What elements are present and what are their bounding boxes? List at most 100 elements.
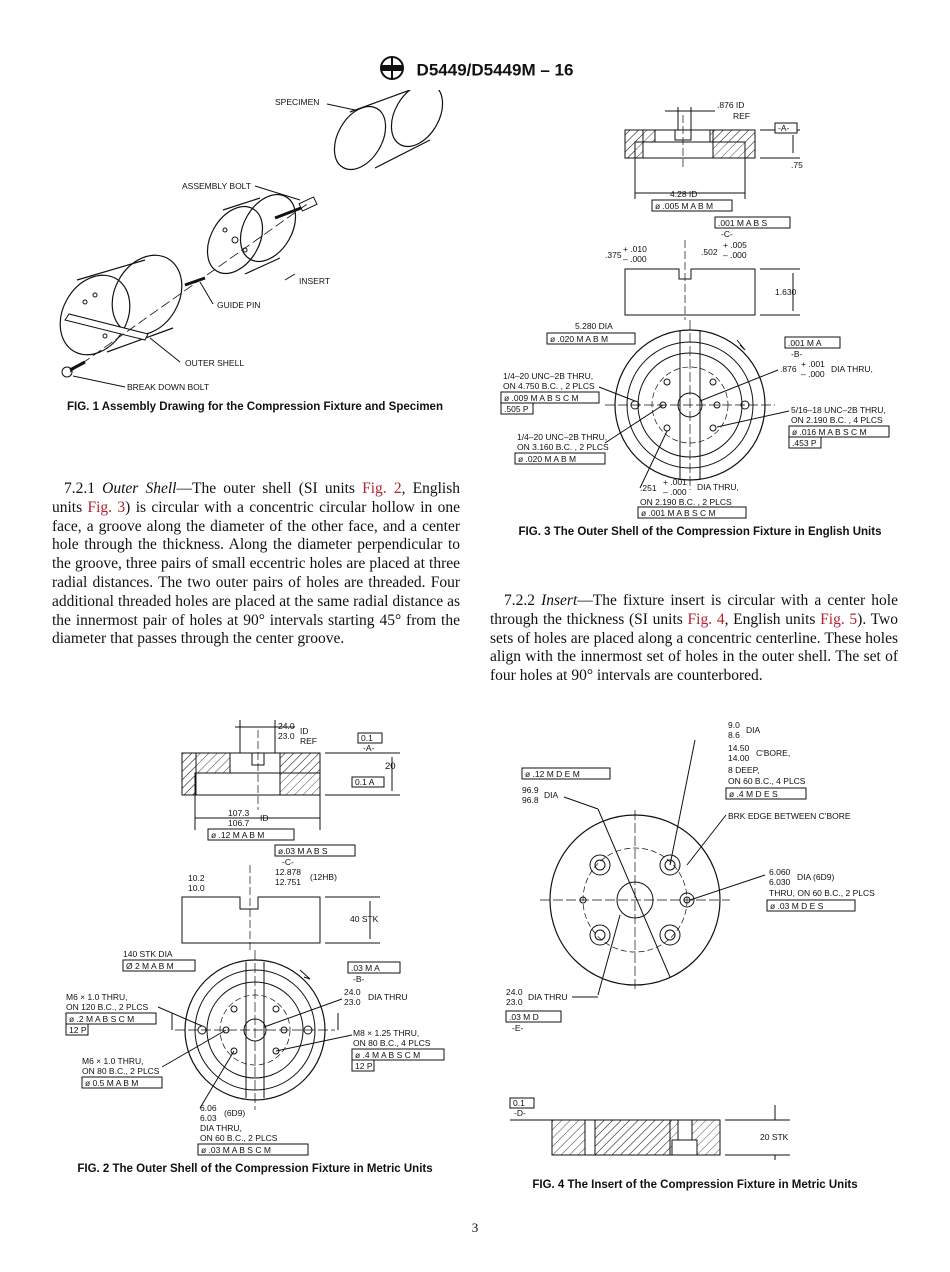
svg-text:– .000: – .000 <box>723 250 747 260</box>
link-fig-4[interactable]: Fig. 4 <box>687 610 725 628</box>
svg-text:ON 60 B.C., 2 PLCS: ON 60 B.C., 2 PLCS <box>200 1133 278 1143</box>
side-view: .375 + .010 – .000 .502 + .005 – .000 1.… <box>605 240 800 320</box>
svg-text:REF: REF <box>733 111 750 121</box>
svg-text:+ .001: + .001 <box>801 359 825 369</box>
break-down-bolt-drawing <box>61 360 86 378</box>
section-view-top: 24.0 23.0 ID REF 0.1 -A- 20 0.1 A 107.3 … <box>181 720 400 887</box>
svg-text:.505 P: .505 P <box>504 404 529 414</box>
svg-text:96.8: 96.8 <box>522 795 539 805</box>
page-header: D5449/D5449M – 16 <box>0 55 950 86</box>
svg-text:+ .005: + .005 <box>723 240 747 250</box>
section-view: 0.1 -D- 20 STK <box>509 1097 790 1160</box>
svg-text:ø .016 M A B S C M: ø .016 M A B S C M <box>792 427 867 437</box>
link-fig-2[interactable]: Fig. 2 <box>362 480 402 497</box>
label-insert: INSERT <box>299 276 330 286</box>
svg-text:6.03: 6.03 <box>200 1113 217 1123</box>
svg-text:+ .001: + .001 <box>663 477 687 487</box>
svg-text:10.2: 10.2 <box>188 873 205 883</box>
section-number: 7.2.1 <box>64 480 95 497</box>
svg-text:ø 0.5 M A B M: ø 0.5 M A B M <box>85 1078 138 1088</box>
standard-designation: D5449/D5449M – 16 <box>416 60 574 80</box>
svg-text:ON 2.190 B.C. , 4 PLCS: ON 2.190 B.C. , 4 PLCS <box>791 415 883 425</box>
svg-text:1/4–20 UNC–2B THRU,: 1/4–20 UNC–2B THRU, <box>517 432 607 442</box>
svg-text:-B-: -B- <box>353 974 365 984</box>
svg-text:ON 80 B.C., 2 PLCS: ON 80 B.C., 2 PLCS <box>82 1066 160 1076</box>
svg-text:14.00: 14.00 <box>728 753 750 763</box>
svg-text:DIA THRU,: DIA THRU, <box>831 364 873 374</box>
section-view-top: .876 ID REF -A- .75 4.28 ID ø .005 M A B… <box>624 100 803 239</box>
svg-text:ID: ID <box>260 813 269 823</box>
svg-text:14.50: 14.50 <box>728 743 750 753</box>
svg-text:ø .2 M A B S C M: ø .2 M A B S C M <box>69 1014 134 1024</box>
svg-text:ø .12 M D E M: ø .12 M D E M <box>525 769 580 779</box>
svg-text:ON 4.750 B.C. , 2 PLCS: ON 4.750 B.C. , 2 PLCS <box>503 381 595 391</box>
svg-text:12.878: 12.878 <box>275 867 301 877</box>
svg-text:.75: .75 <box>791 160 803 170</box>
svg-text:106.7: 106.7 <box>228 818 250 828</box>
svg-text:DIA THRU: DIA THRU <box>368 992 408 1002</box>
svg-text:-C-: -C- <box>282 857 294 867</box>
svg-text:DIA THRU: DIA THRU <box>528 992 568 1002</box>
svg-text:M6 × 1.0 THRU,: M6 × 1.0 THRU, <box>82 1056 144 1066</box>
svg-text:23.0: 23.0 <box>506 997 523 1007</box>
svg-text:DIA THRU,: DIA THRU, <box>200 1123 242 1133</box>
svg-text:ø.03 M A B S: ø.03 M A B S <box>278 846 328 856</box>
svg-text:-E-: -E- <box>512 1023 524 1033</box>
svg-text:23.0: 23.0 <box>278 731 295 741</box>
section-number: 7.2.2 <box>504 592 535 609</box>
svg-text:– .000: – .000 <box>623 254 647 264</box>
svg-text:24.0: 24.0 <box>278 721 295 731</box>
figure-1-caption: FIG. 1 Assembly Drawing for the Compress… <box>67 401 443 413</box>
plan-view: 9.0 8.6 DIA 14.50 14.00 C'BORE, 8 DEEP, … <box>505 720 875 1033</box>
svg-text:+ .010: + .010 <box>623 244 647 254</box>
svg-text:20: 20 <box>385 761 396 772</box>
svg-text:.251: .251 <box>640 483 657 493</box>
svg-text:ø .4 M A B S C M: ø .4 M A B S C M <box>355 1050 420 1060</box>
side-view: 10.2 10.0 40 STK <box>181 865 380 950</box>
specimen-drawing <box>333 90 444 171</box>
svg-text:.876 ID: .876 ID <box>717 100 744 110</box>
page-number: 3 <box>471 1220 479 1235</box>
svg-text:12 P: 12 P <box>69 1025 87 1035</box>
svg-text:M8 × 1.25 THRU,: M8 × 1.25 THRU, <box>353 1028 419 1038</box>
svg-text:ø .020 M A B M: ø .020 M A B M <box>550 334 608 344</box>
svg-text:12 P: 12 P <box>355 1061 373 1071</box>
link-fig-5[interactable]: Fig. 5 <box>820 610 858 628</box>
link-fig-3[interactable]: Fig. 3 <box>87 498 126 516</box>
svg-text:24.0: 24.0 <box>506 987 523 997</box>
svg-text:ø .12 M A B M: ø .12 M A B M <box>211 830 264 840</box>
svg-text:(6D9): (6D9) <box>224 1108 245 1118</box>
svg-text:BRK EDGE BETWEEN C'BORE: BRK EDGE BETWEEN C'BORE <box>728 811 851 821</box>
svg-text:1.630: 1.630 <box>775 287 797 297</box>
svg-text:THRU, ON 60 B.C., 2 PLCS: THRU, ON 60 B.C., 2 PLCS <box>769 888 875 898</box>
svg-text:20 STK: 20 STK <box>760 1132 789 1142</box>
svg-text:.03 M D: .03 M D <box>509 1012 539 1022</box>
svg-text:107.3: 107.3 <box>228 808 250 818</box>
svg-text:8 DEEP,: 8 DEEP, <box>728 765 760 775</box>
svg-text:(12HB): (12HB) <box>310 872 337 882</box>
svg-text:-D-: -D- <box>514 1108 526 1118</box>
svg-text:-A-: -A- <box>363 743 375 753</box>
figure-2: 24.0 23.0 ID REF 0.1 -A- 20 0.1 A 107.3 … <box>60 715 460 1160</box>
outer-shell-drawing <box>59 254 183 356</box>
svg-text:0.1: 0.1 <box>513 1098 525 1108</box>
section-title: Outer Shell <box>102 480 177 497</box>
guide-pin-drawing <box>184 276 206 287</box>
svg-text:-B-: -B- <box>791 349 803 359</box>
svg-text:96.9: 96.9 <box>522 785 539 795</box>
svg-text:5/16–18 UNC–2B THRU,: 5/16–18 UNC–2B THRU, <box>791 405 886 415</box>
svg-text:-C-: -C- <box>721 229 733 239</box>
svg-text:4.28 ID: 4.28 ID <box>670 189 697 199</box>
label-guide-pin: GUIDE PIN <box>217 300 260 310</box>
label-break-down-bolt: BREAK DOWN BOLT <box>127 382 209 392</box>
label-specimen: SPECIMEN <box>275 97 319 107</box>
svg-text:.03 M A: .03 M A <box>351 963 380 973</box>
svg-text:ø .020 M A B M: ø .020 M A B M <box>518 454 576 464</box>
svg-text:ø .009 M A B S C M: ø .009 M A B S C M <box>504 393 579 403</box>
svg-text:ø .03 M A B S C M: ø .03 M A B S C M <box>201 1145 271 1155</box>
figure-4: 9.0 8.6 DIA 14.50 14.00 C'BORE, 8 DEEP, … <box>500 715 900 1160</box>
svg-text:12.751: 12.751 <box>275 877 301 887</box>
svg-text:.001 M A B S: .001 M A B S <box>718 218 767 228</box>
svg-text:9.0: 9.0 <box>728 720 740 730</box>
svg-text:M6 × 1.0 THRU,: M6 × 1.0 THRU, <box>66 992 128 1002</box>
